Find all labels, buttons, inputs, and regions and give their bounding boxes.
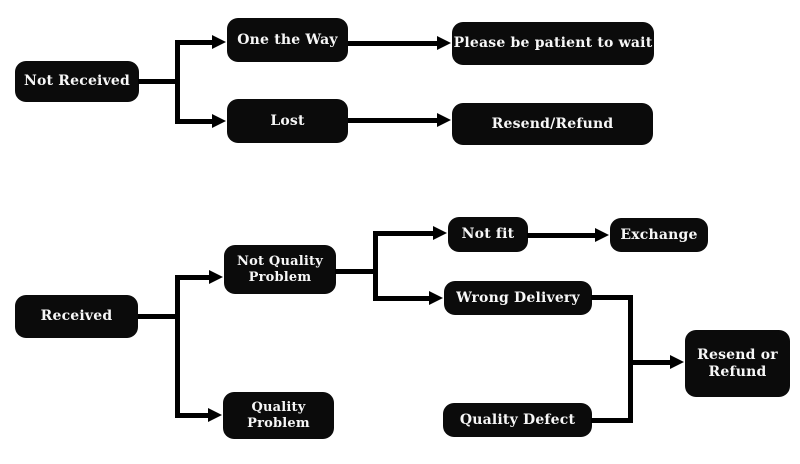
connector-nqp-split bbox=[335, 269, 378, 274]
connector-onetheway-to-pleasewait bbox=[348, 41, 438, 46]
connector-nqp-vertical bbox=[373, 231, 378, 301]
arrowhead-icon bbox=[209, 270, 223, 284]
connector-lost-to-resendrefund bbox=[348, 118, 438, 123]
node-please-be-patient: Please be patient to wait bbox=[452, 22, 654, 65]
connector-to-wrong-delivery bbox=[373, 296, 430, 301]
arrowhead-icon bbox=[212, 114, 226, 128]
connector-wrongdelivery-to-merge bbox=[591, 295, 633, 300]
connector-to-quality-problem bbox=[175, 413, 209, 418]
connector-to-lost bbox=[175, 119, 213, 124]
connector-to-one-the-way bbox=[175, 40, 213, 45]
node-not-fit: Not fit bbox=[448, 217, 528, 252]
connector-to-not-quality-problem bbox=[175, 275, 210, 280]
node-one-the-way: One the Way bbox=[227, 18, 348, 62]
node-lost: Lost bbox=[227, 99, 348, 143]
node-quality-defect: Quality Defect bbox=[443, 403, 592, 437]
connector-notfit-to-exchange bbox=[527, 233, 596, 238]
connector-merge-to-resendorrefund bbox=[628, 360, 671, 365]
arrowhead-icon bbox=[429, 291, 443, 305]
connector-qualitydefect-to-merge bbox=[591, 418, 633, 423]
arrowhead-icon bbox=[437, 36, 451, 50]
node-not-quality-problem: Not Quality Problem bbox=[224, 245, 336, 294]
arrowhead-icon bbox=[208, 408, 222, 422]
node-quality-problem: Quality Problem bbox=[223, 392, 334, 439]
arrowhead-icon bbox=[433, 226, 447, 240]
arrowhead-icon bbox=[670, 355, 684, 369]
node-wrong-delivery: Wrong Delivery bbox=[444, 281, 592, 315]
node-received: Received bbox=[15, 295, 138, 338]
arrowhead-icon bbox=[595, 228, 609, 242]
node-not-received: Not Received bbox=[15, 61, 139, 102]
connector-to-not-fit bbox=[373, 231, 434, 236]
arrowhead-icon bbox=[437, 113, 451, 127]
node-resend-or-refund: Resend or Refund bbox=[685, 330, 790, 397]
connector-received-split bbox=[138, 314, 180, 319]
connector-notreceived-split bbox=[138, 79, 180, 84]
node-resend-refund: Resend/Refund bbox=[452, 103, 653, 145]
connector-merge-vertical bbox=[628, 295, 633, 423]
arrowhead-icon bbox=[212, 35, 226, 49]
connector-split-vertical-bottom bbox=[175, 275, 180, 418]
connector-split-vertical-top bbox=[175, 40, 180, 124]
node-exchange: Exchange bbox=[610, 218, 708, 252]
